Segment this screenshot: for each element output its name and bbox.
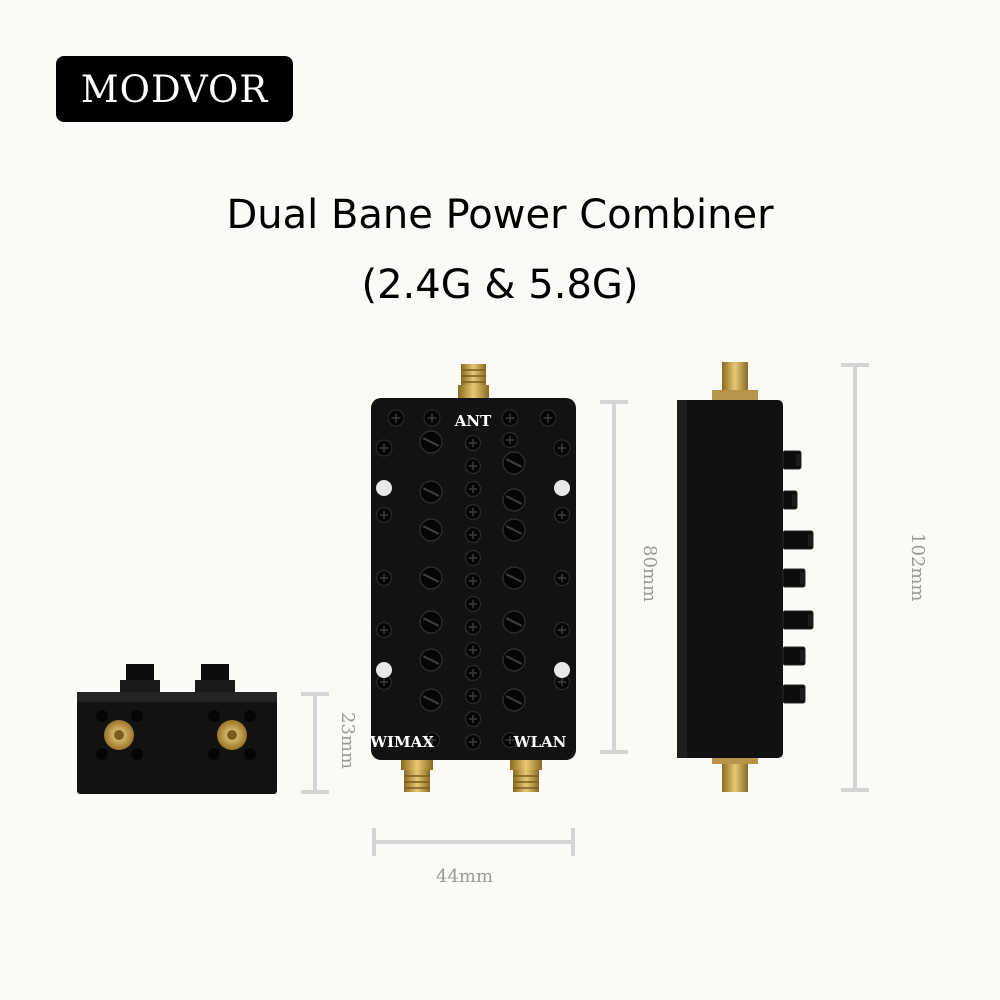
front-screws [375, 409, 571, 751]
dim-label-102mm: 102mm [907, 533, 928, 602]
front-view-combiner: ANT WIMAX WLAN [369, 364, 576, 792]
wlan-sma-connector [510, 756, 542, 792]
wimax-sma-connector [401, 756, 433, 792]
dimension-lines [301, 363, 869, 856]
product-subtitle: (2.4G & 5.8G) [361, 262, 639, 308]
side-view-combiner [677, 362, 814, 792]
dim-label-80mm: 80mm [639, 545, 660, 603]
mounting-holes [376, 480, 570, 678]
brand-logo: MODVOR [56, 56, 293, 122]
side-tuning-screws [782, 450, 814, 704]
bottom-view-combiner [77, 664, 277, 794]
product-title: Dual Bane Power Combiner [226, 192, 774, 238]
wlan-port-label: WLAN [513, 733, 567, 751]
ant-port-label: ANT [454, 412, 492, 430]
ant-sma-connector [458, 364, 489, 399]
wimax-port-label: WIMAX [369, 733, 434, 751]
dim-label-23mm: 23mm [337, 712, 358, 770]
dim-label-44mm: 44mm [436, 866, 494, 887]
